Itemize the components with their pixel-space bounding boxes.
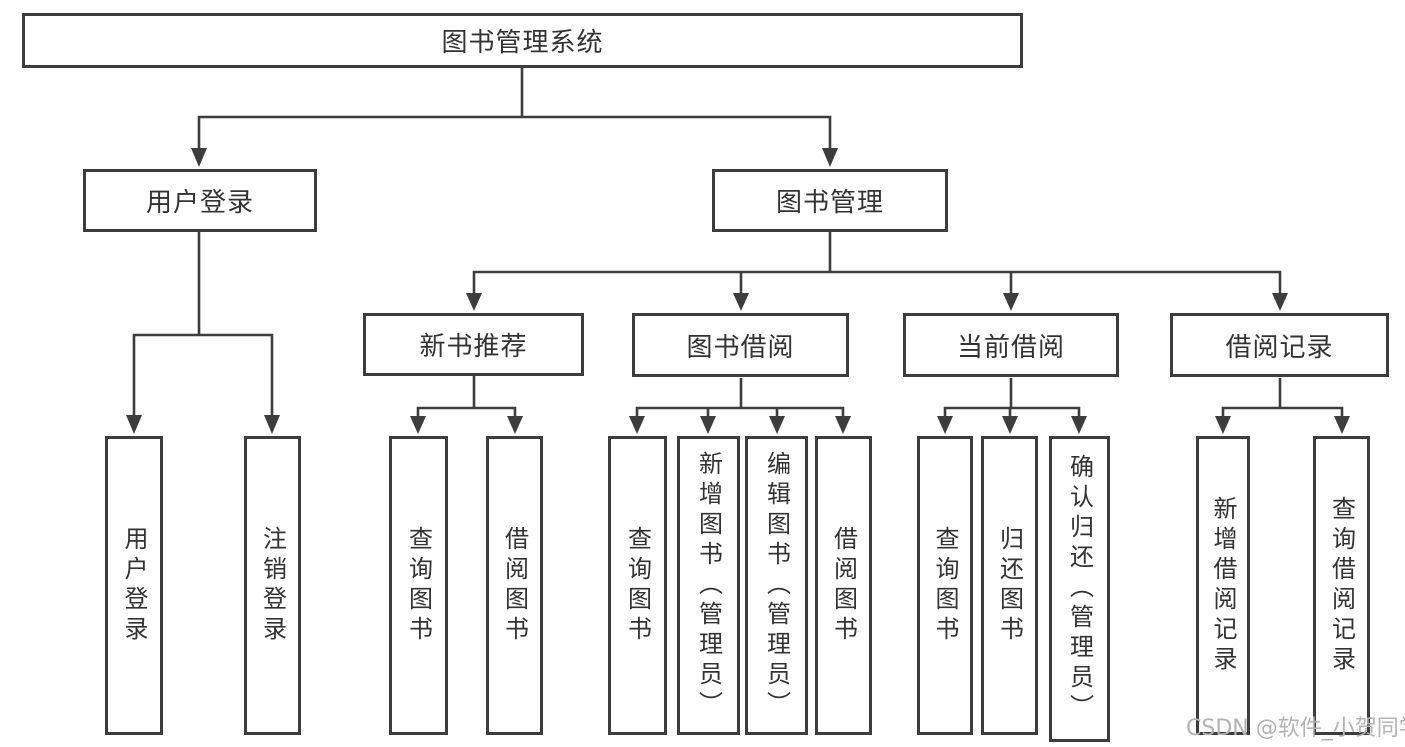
leaf-query-books-3-label: 查询图书	[931, 525, 959, 646]
leaf-query-books-2-label: 查询图书	[623, 525, 652, 646]
connector-current-borrow	[943, 378, 1081, 417]
leaf-query-books-3: 查询图书	[917, 436, 973, 735]
connector-new-book	[416, 376, 517, 417]
leaf-add-book-admin: 新增图书（管理员）	[677, 436, 740, 735]
leaf-edit-book-admin-label: 编辑图书（管理员）	[762, 450, 791, 721]
leaf-confirm-return-admin: 确认归还（管理员）	[1049, 436, 1110, 742]
leaf-add-borrow-record: 新增借阅记录	[1196, 436, 1250, 735]
leaf-query-books-1: 查询图书	[389, 436, 448, 735]
leaf-user-login-label: 用户登录	[120, 525, 148, 646]
connector-book-borrow	[635, 378, 845, 417]
node-current-borrowing: 当前借阅	[903, 313, 1119, 377]
leaf-query-borrow-record: 查询借阅记录	[1313, 436, 1370, 735]
leaf-query-books-2: 查询图书	[608, 436, 667, 735]
arrowheads	[126, 148, 1350, 434]
connector-book-management	[472, 232, 1282, 294]
leaf-query-books-1-label: 查询图书	[404, 525, 433, 646]
connector-root	[197, 68, 832, 150]
leaf-add-borrow-record-label: 新增借阅记录	[1209, 495, 1237, 676]
node-new-book-recommend: 新书推荐	[363, 313, 584, 376]
leaf-return-book: 归还图书	[981, 436, 1038, 735]
connector-user-login	[132, 232, 274, 416]
node-borrowing-records: 借阅记录	[1170, 313, 1389, 377]
leaf-logout: 注销登录	[244, 436, 301, 735]
leaf-return-book-label: 归还图书	[995, 525, 1024, 646]
node-user-login: 用户登录	[83, 169, 317, 232]
leaf-logout-label: 注销登录	[258, 525, 287, 646]
node-book-borrowing: 图书借阅	[632, 313, 849, 377]
leaf-add-book-admin-label: 新增图书（管理员）	[694, 450, 723, 721]
leaf-borrow-books-2: 借阅图书	[815, 436, 872, 735]
connector-borrow-records	[1221, 378, 1344, 417]
leaf-borrow-books-1: 借阅图书	[486, 436, 543, 735]
leaf-borrow-books-2-label: 借阅图书	[829, 525, 858, 646]
leaf-query-borrow-record-label: 查询借阅记录	[1327, 495, 1356, 676]
node-book-management: 图书管理	[712, 169, 948, 232]
leaf-user-login: 用户登录	[105, 436, 163, 735]
csdn-watermark: CSDN @软件_小贺同学	[1186, 716, 1405, 741]
leaf-edit-book-admin: 编辑图书（管理员）	[745, 436, 808, 735]
leaf-borrow-books-1-label: 借阅图书	[500, 525, 529, 646]
node-library-system: 图书管理系统	[22, 13, 1023, 68]
leaf-confirm-return-admin-label: 确认归还（管理员）	[1065, 454, 1094, 724]
